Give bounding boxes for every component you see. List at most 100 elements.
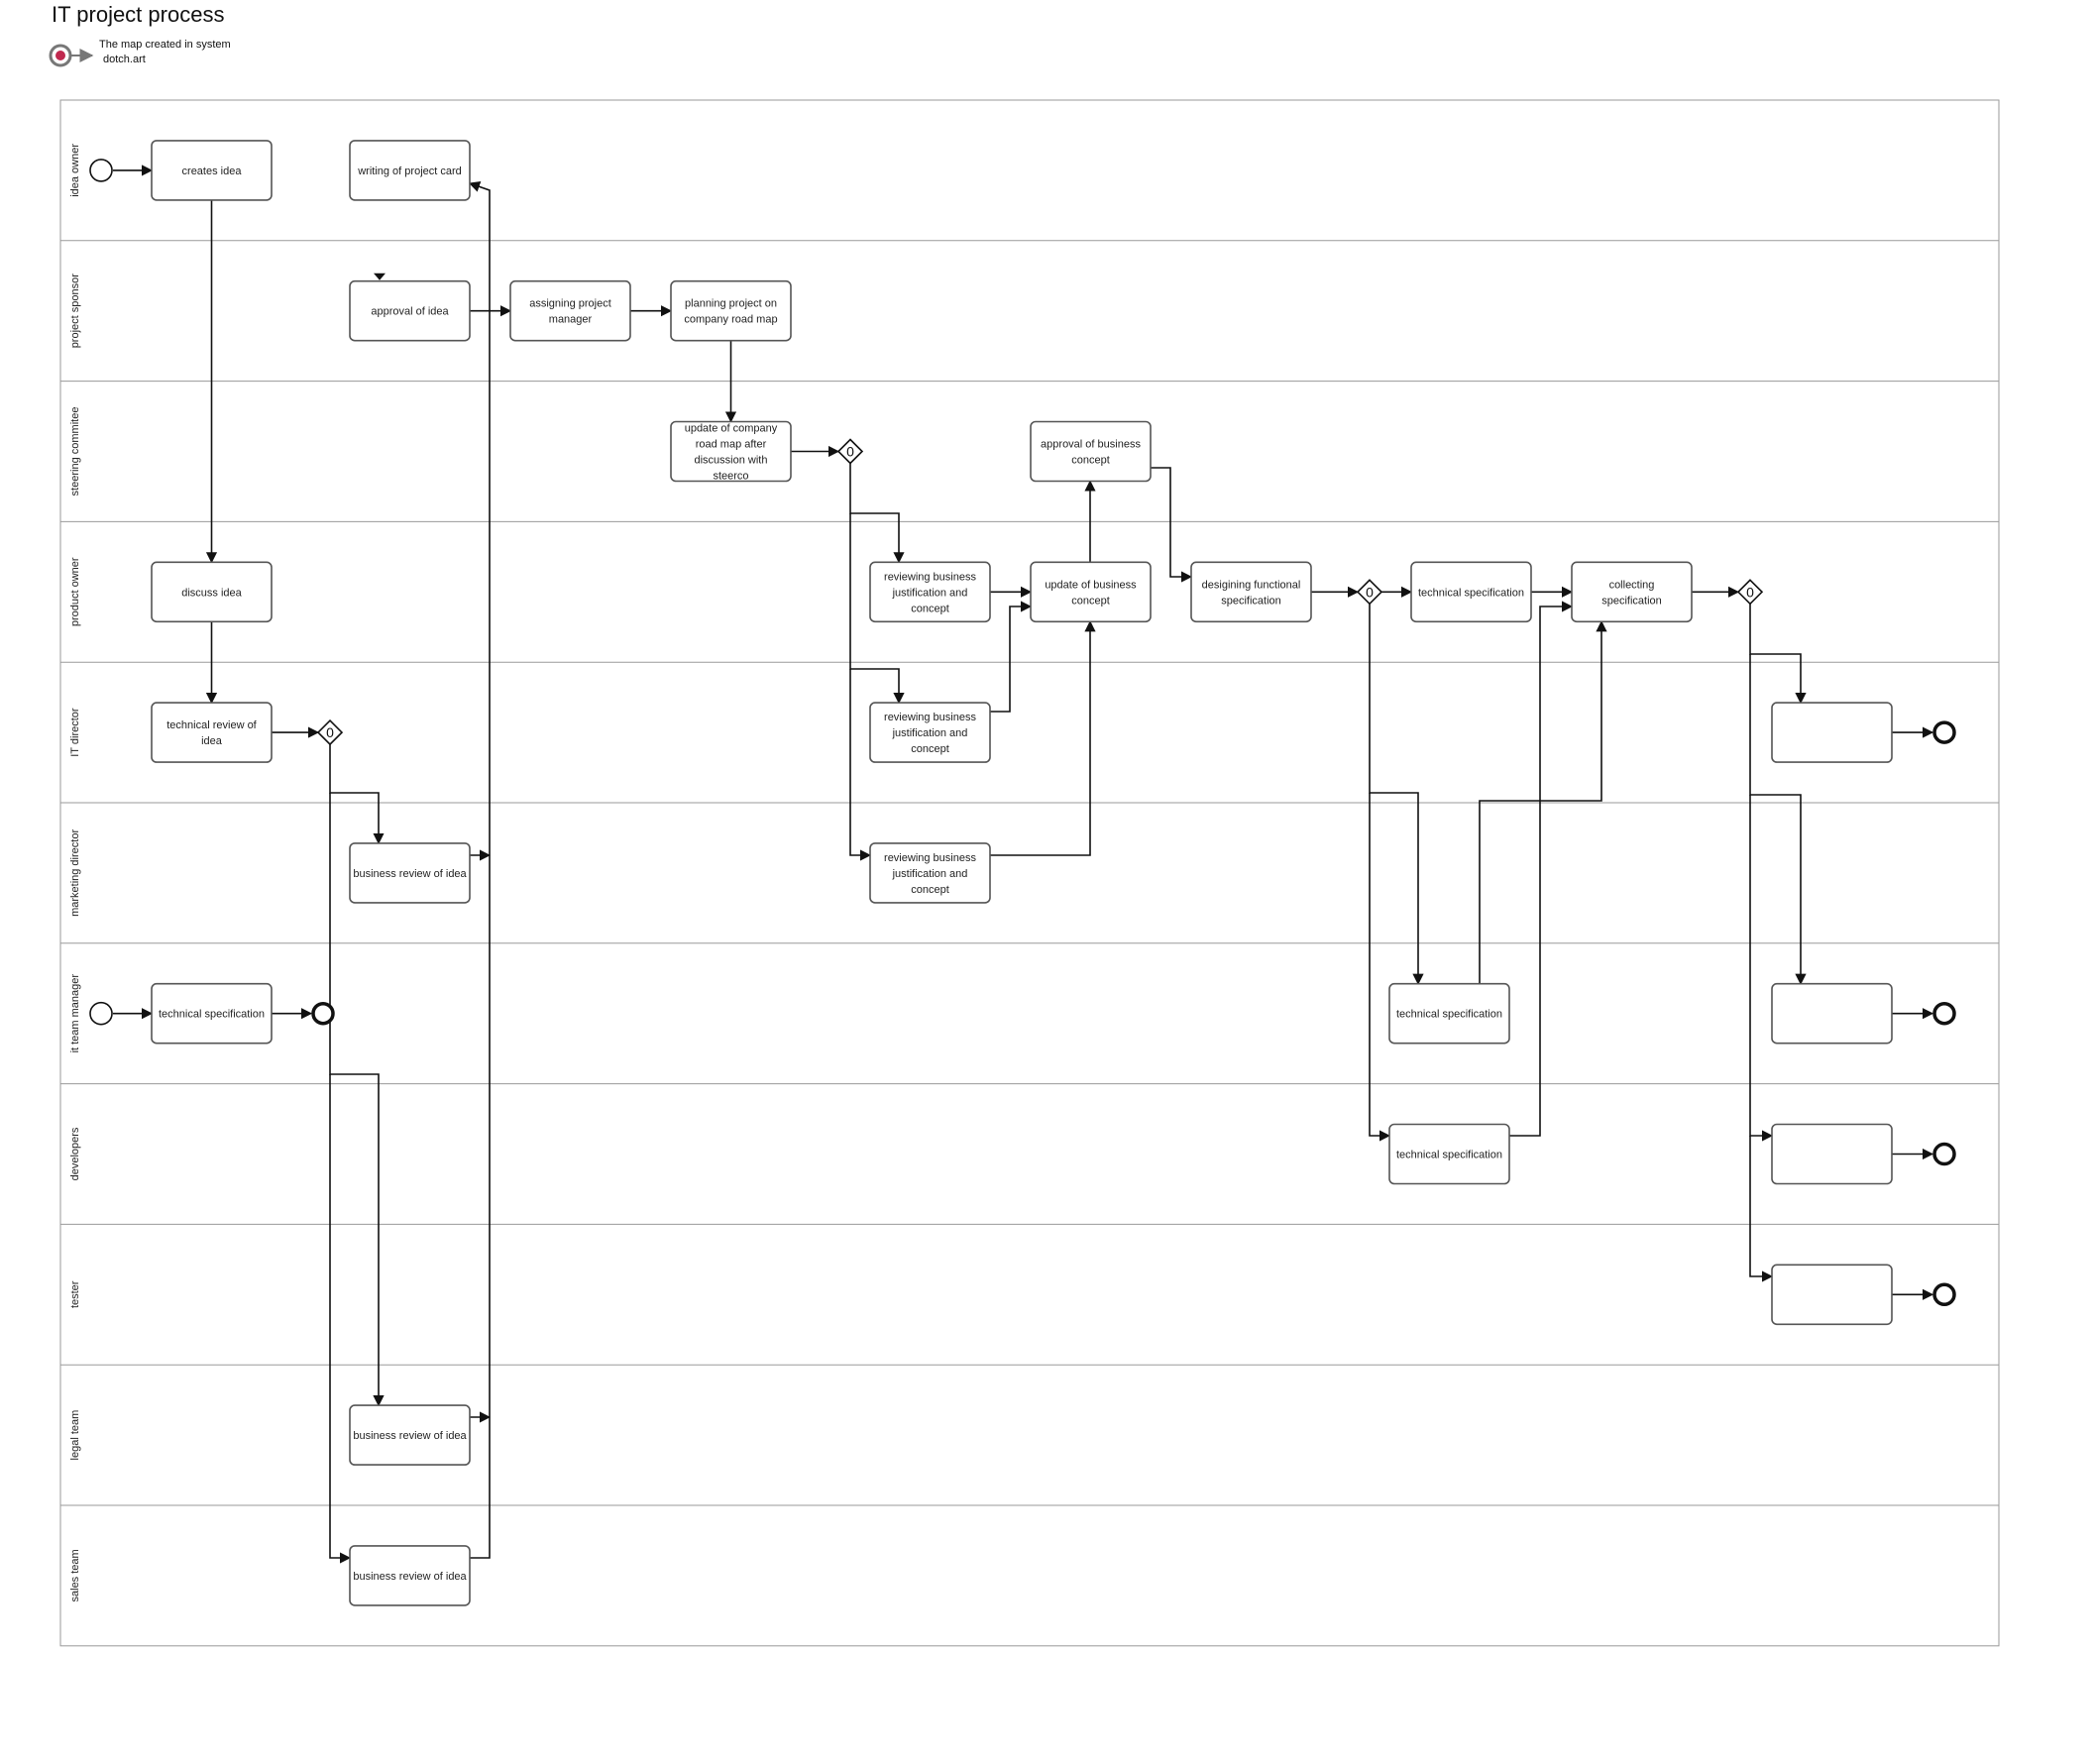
- lane-label-steering-commitee: steering commitee: [69, 407, 81, 496]
- task-label-line: justification and: [892, 727, 968, 739]
- task-end-task-itm[interactable]: [1771, 982, 1893, 1045]
- task-label-line: collecting: [1609, 579, 1655, 591]
- task-label-line: manager: [549, 314, 593, 326]
- task-label-line: approval of business: [1041, 439, 1141, 451]
- task-approval-idea[interactable]: approval of idea: [349, 279, 471, 342]
- task-box: [1030, 561, 1152, 623]
- task-box: [349, 140, 471, 201]
- task-business-review-md[interactable]: business review of idea: [349, 842, 471, 904]
- task-creates-idea[interactable]: creates idea: [151, 140, 273, 201]
- task-label-line: business review of idea: [353, 1430, 467, 1442]
- task-box: [1571, 561, 1693, 623]
- connector-group: [113, 165, 1934, 1564]
- task-label-line: technical specification: [159, 1009, 265, 1021]
- task-label-line: reviewing business: [884, 712, 976, 723]
- end-event: [311, 1001, 335, 1026]
- lane-label-it-director: IT director: [69, 708, 81, 757]
- task-box: [1388, 1123, 1510, 1185]
- gateway-diamond: [1736, 579, 1764, 606]
- task-label-line: technical specification: [1418, 587, 1524, 599]
- task-box: [509, 279, 631, 342]
- pool-border: [59, 99, 2000, 1647]
- flow-connector: [329, 793, 385, 1407]
- task-tech-spec-itm[interactable]: technical specification: [1388, 982, 1510, 1045]
- flow-connector: [849, 669, 872, 861]
- swimlane-group: idea owner project sponsor steering commit…: [59, 99, 2000, 1647]
- flow-connector: [468, 181, 491, 1559]
- task-end-task-itd[interactable]: [1771, 702, 1893, 763]
- lane-label-marketing-director: marketing director: [69, 829, 81, 917]
- task-label-line: road map after: [696, 439, 767, 451]
- task-box: [1771, 702, 1893, 763]
- task-end-task-tester[interactable]: [1771, 1264, 1893, 1326]
- flow-connector: [1369, 793, 1391, 1142]
- task-business-review-legal[interactable]: business review of idea: [349, 1404, 471, 1466]
- task-box: [1030, 420, 1152, 483]
- end-event: [1932, 720, 1956, 744]
- task-label-line: justification and: [892, 868, 968, 880]
- brand-line-1: The map created in system: [99, 39, 231, 51]
- task-label-line: company road map: [684, 314, 777, 326]
- task-label-line: creates idea: [182, 165, 243, 177]
- task-tech-spec-dev[interactable]: technical specification: [1388, 1123, 1510, 1185]
- end-event: [1932, 1142, 1956, 1166]
- task-label-line: specification: [1221, 595, 1281, 606]
- task-box: [1190, 561, 1312, 623]
- page-title: IT project process: [52, 2, 225, 27]
- flow-connector: [1509, 601, 1574, 1137]
- gateway-diamond: [316, 718, 344, 746]
- task-update-roadmap[interactable]: update of company road map after discussio…: [670, 420, 792, 483]
- gateway-label: 0: [1746, 584, 1754, 600]
- task-tech-spec-itm-left[interactable]: technical specification: [151, 982, 273, 1045]
- task-box: [349, 1545, 471, 1606]
- task-label-line: approval of idea: [371, 306, 449, 318]
- flow-connector: [1749, 604, 1807, 705]
- flow-connector: [849, 463, 905, 564]
- start-event: [89, 159, 113, 182]
- gateway-g2: 0: [836, 438, 864, 465]
- task-label-line: idea: [201, 735, 223, 747]
- task-label-line: business review of idea: [353, 868, 467, 880]
- lane-label-project-sponsor: project sponsor: [69, 274, 81, 349]
- brand-caption: The map created in system dotch.art: [99, 38, 231, 67]
- task-label-line: justification and: [892, 587, 968, 599]
- flow-connector: [1749, 654, 1807, 985]
- incoming-arrowhead: [374, 273, 386, 280]
- flow-connector: [329, 1074, 352, 1564]
- task-label-line: planning project on: [685, 298, 777, 310]
- task-label-line: reviewing business: [884, 852, 976, 864]
- task-box: [1388, 982, 1510, 1045]
- task-label-line: discussion with: [695, 455, 768, 467]
- task-box: [349, 1404, 471, 1466]
- gateway-g1: 0: [316, 718, 344, 746]
- task-assigning-pm[interactable]: assigning project manager: [509, 279, 631, 342]
- brand-logo-icon: [49, 44, 94, 67]
- task-writing-card[interactable]: writing of project card: [349, 140, 471, 201]
- task-label-line: update of company: [685, 423, 778, 435]
- flow-connector: [849, 513, 905, 705]
- end-event: [1932, 1282, 1956, 1307]
- task-discuss-idea[interactable]: discuss idea: [151, 561, 273, 623]
- task-box: [151, 561, 273, 623]
- task-end-task-dev[interactable]: [1771, 1123, 1893, 1185]
- lane-label-developers: developers: [69, 1127, 81, 1180]
- task-box: [869, 702, 991, 763]
- task-box: [869, 561, 991, 623]
- lane-label-idea-owner: idea owner: [69, 144, 81, 197]
- task-business-review-sales[interactable]: business review of idea: [349, 1545, 471, 1606]
- task-tech-spec-po[interactable]: technical specification: [1410, 561, 1532, 623]
- flow-connector: [990, 620, 1096, 856]
- start-event: [89, 1001, 113, 1026]
- task-label-line: assigning project: [529, 298, 611, 310]
- flow-connector: [1749, 795, 1774, 1142]
- task-planning-roadmap[interactable]: planning project on company road map: [670, 279, 792, 342]
- lane-label-sales-team: sales team: [69, 1549, 81, 1601]
